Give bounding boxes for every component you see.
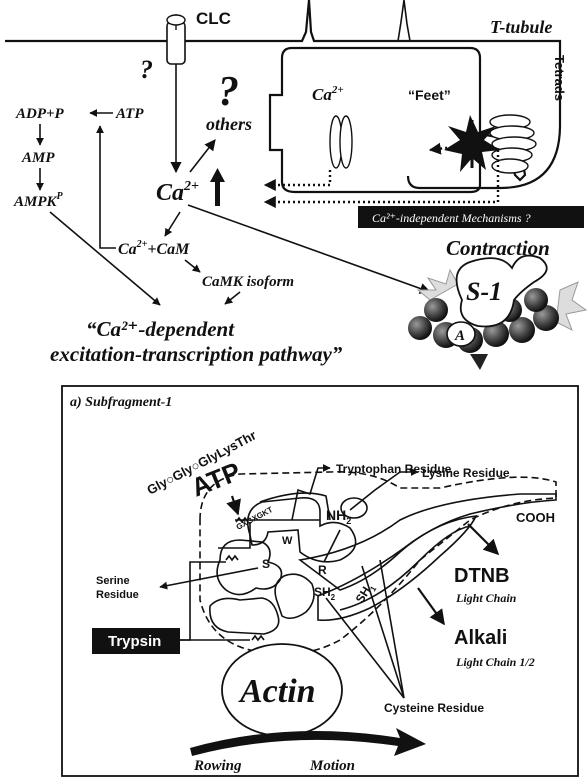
w-label: W xyxy=(282,535,293,547)
ca-up-arrow-icon xyxy=(210,168,225,206)
pathway-line1: “Ca²⁺-dependent xyxy=(86,317,235,341)
others-label: others xyxy=(206,114,252,134)
ca-channel-icon xyxy=(330,116,352,168)
trypsin-label: Trypsin xyxy=(108,633,161,650)
alkali-label: Alkali xyxy=(454,627,507,649)
serine-label-2: Residue xyxy=(96,589,139,601)
ca-cam-label: Ca2++CaM xyxy=(118,239,190,258)
amp-label: AMP xyxy=(21,150,55,166)
t-tubule-label: T-tubule xyxy=(490,17,552,37)
s1-label: S-1 xyxy=(466,277,502,306)
arrow-camk-pathway xyxy=(225,292,240,304)
arrow-ca-others xyxy=(190,140,215,172)
question-mark-big: ? xyxy=(218,69,239,115)
myosin-actin-illustration xyxy=(408,256,586,370)
panel-title: a) Subfragment-1 xyxy=(70,395,172,410)
camk-label: CaMK isoform xyxy=(202,274,294,290)
s-label: S xyxy=(262,557,270,571)
adp-p-label: ADP+P xyxy=(15,106,65,122)
serine-label-1: Serine xyxy=(96,575,130,587)
cooh-label: COOH xyxy=(516,510,555,525)
motion-label: Motion xyxy=(309,758,355,774)
dtnb-sub-label: Light Chain xyxy=(455,591,517,605)
arrow-ca-cacam xyxy=(165,212,180,236)
feet-label: “Feet” xyxy=(408,87,451,103)
r-label: R xyxy=(318,563,327,577)
ampk-label: AMPKP xyxy=(13,191,64,210)
alkali-sub-label: Light Chain 1/2 xyxy=(455,655,535,669)
atp-label: ATP xyxy=(115,106,144,122)
action-potential-spike xyxy=(392,0,416,41)
clc-channel-icon xyxy=(167,14,185,64)
ca-center-label: Ca2+ xyxy=(156,179,199,206)
cysteine-label: Cysteine Residue xyxy=(384,701,484,715)
clc-label: CLC xyxy=(196,9,231,28)
pathway-line2: excitation-transcription pathway” xyxy=(50,342,343,366)
a-label: A xyxy=(454,328,465,344)
independent-mechanisms-label: Ca²⁺-independent Mechanisms ? xyxy=(372,211,531,225)
lysine-label: Lysine Residue xyxy=(422,466,510,480)
t-tubule-compartment xyxy=(270,48,525,192)
arrow-ampk-pathway xyxy=(50,212,160,305)
actin-label: Actin xyxy=(238,673,316,710)
dotted-arrow-channel-ca xyxy=(265,170,330,185)
tetrads-label: Tetrads xyxy=(552,55,567,101)
arrow-cacam-camk xyxy=(185,260,200,272)
rowing-label: Rowing xyxy=(193,758,242,774)
dtnb-label: DTNB xyxy=(454,565,510,587)
line-cacam-atp xyxy=(100,126,116,248)
tetrads-icon xyxy=(490,115,536,173)
question-mark-left: ? xyxy=(140,55,153,84)
ca-tubule-label: Ca2+ xyxy=(312,84,344,104)
